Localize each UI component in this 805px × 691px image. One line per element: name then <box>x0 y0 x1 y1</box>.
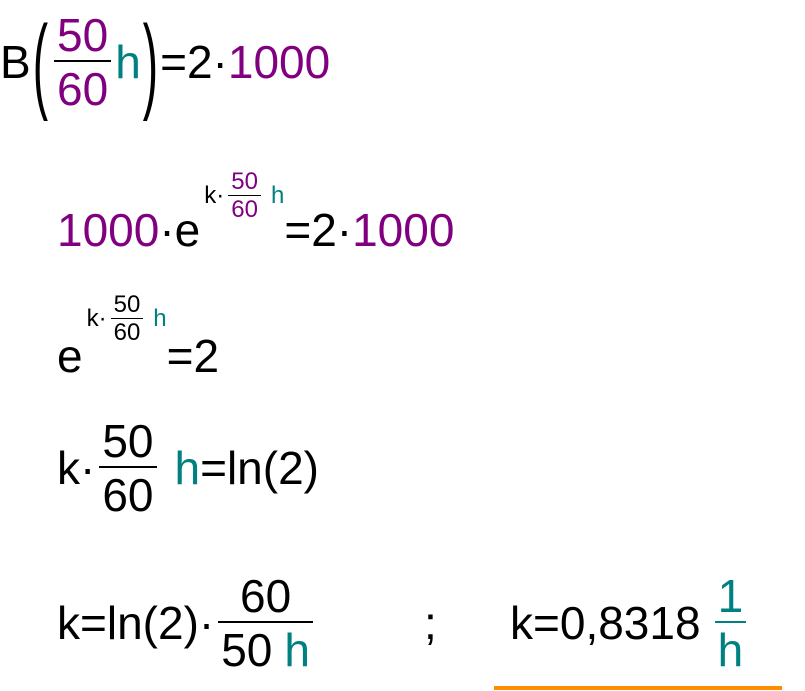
exp-unit: h <box>270 182 285 209</box>
exp-unit: h <box>153 305 167 332</box>
separator: ; <box>424 573 437 673</box>
denominator: 60 <box>228 195 261 222</box>
open-paren: ( <box>32 2 49 122</box>
result-value: k=0,8318 <box>510 597 701 649</box>
denominator: 60 <box>54 60 112 112</box>
dot: · <box>159 204 175 256</box>
numerator: 60 <box>240 570 292 622</box>
value: 1000 <box>227 36 331 88</box>
numerator: 1 <box>717 570 744 622</box>
denominator: 60 <box>110 318 144 345</box>
equals-part: =2· <box>284 204 353 256</box>
den-value: 50 <box>221 624 273 676</box>
value: 1000 <box>352 204 455 256</box>
base: e <box>174 204 201 256</box>
unit: h <box>174 442 201 494</box>
exp-k: k· <box>86 305 107 332</box>
den-unit: h <box>284 624 310 676</box>
numerator: 50 <box>231 168 258 195</box>
numerator: 50 <box>57 9 109 61</box>
base: e <box>57 330 83 382</box>
numerator: 50 <box>102 415 154 467</box>
equals-part: =ln(2) <box>200 442 319 494</box>
exp-k: k· <box>204 182 225 209</box>
equals-part: =2· <box>160 36 228 88</box>
coefficient: 1000 <box>57 204 160 256</box>
unit: h <box>115 36 141 88</box>
result-underline <box>494 686 782 690</box>
close-paren: ) <box>142 2 159 122</box>
semicolon: ; <box>424 597 437 649</box>
denominator: 60 <box>99 466 157 518</box>
function-name: B <box>0 36 31 88</box>
equals-part: =2 <box>166 330 220 382</box>
k-term: k· <box>57 442 96 494</box>
numerator: 50 <box>113 291 141 318</box>
denominator: h <box>714 621 747 673</box>
lhs: k=ln(2)· <box>57 597 215 649</box>
